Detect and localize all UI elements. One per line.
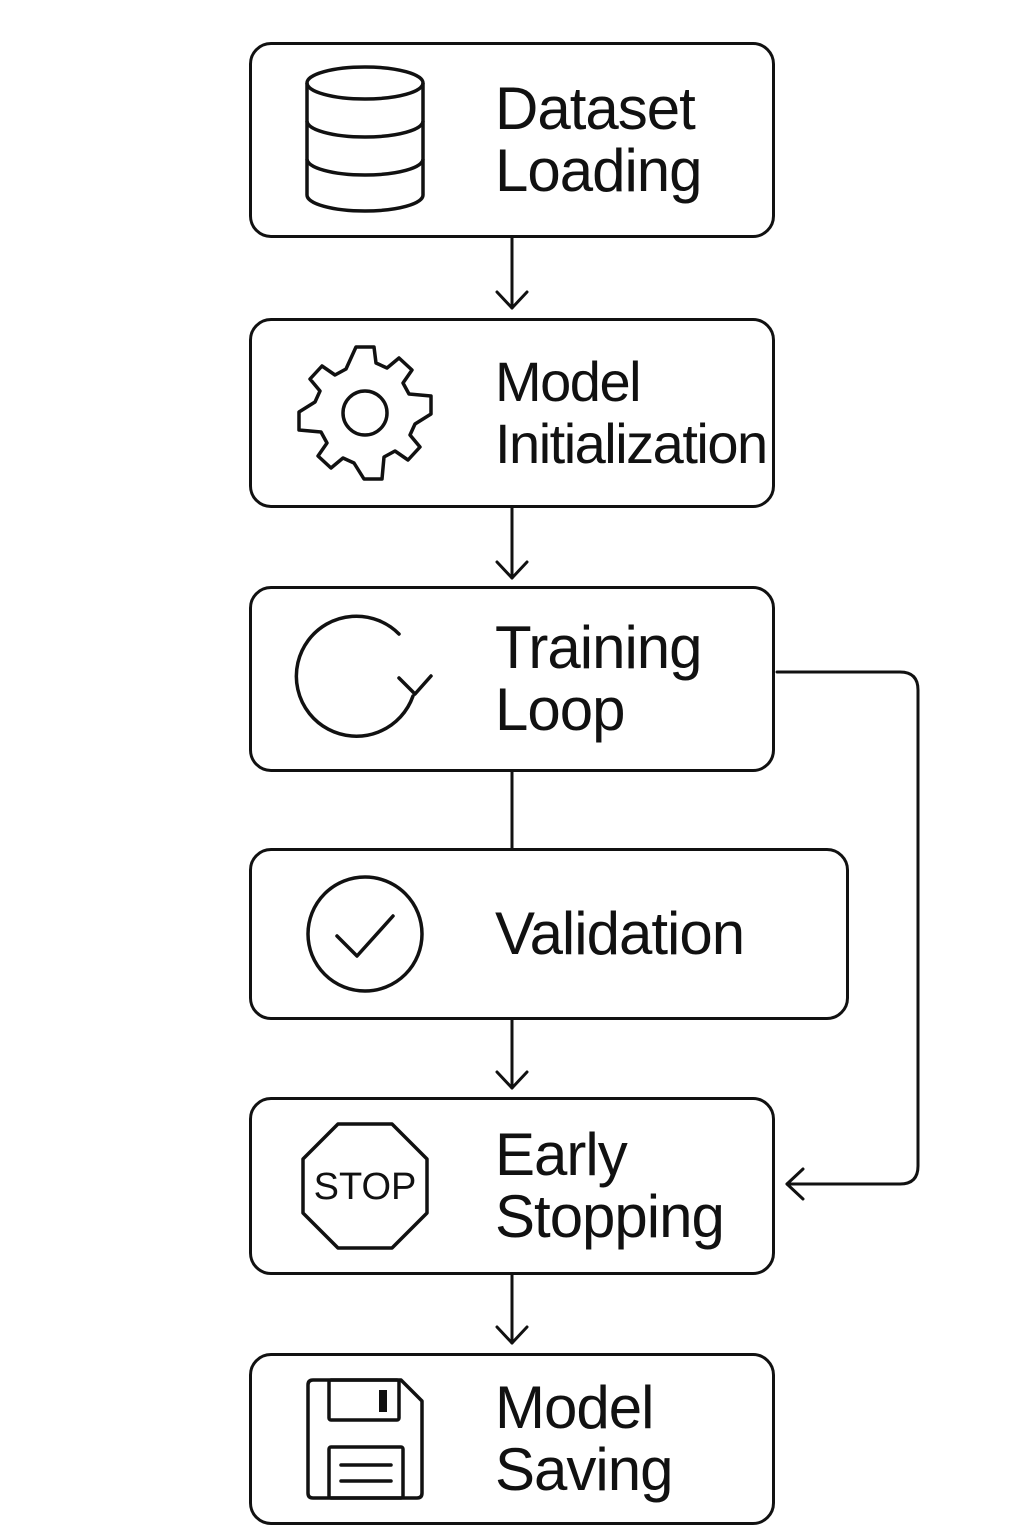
step-label-line: Dataset — [495, 75, 696, 142]
step-label-line: Training — [495, 614, 703, 681]
step-label-model-initialization: Model Initialization — [495, 350, 768, 475]
step-label-line: Model — [495, 1374, 654, 1441]
arrowhead-init-to-training — [495, 560, 529, 580]
stop-sign-icon: STOP — [290, 1111, 440, 1261]
step-label-training-loop: Training Loop — [495, 614, 703, 743]
step-dataset-loading: Dataset Loading — [249, 42, 775, 238]
step-label-dataset-loading: Dataset Loading — [495, 75, 703, 204]
database-icon — [290, 65, 440, 215]
arrowhead-training-to-stopping-bypass — [785, 1167, 805, 1201]
step-label-model-saving: Model Saving — [495, 1374, 673, 1503]
arrowhead-validation-to-stopping — [495, 1070, 529, 1090]
floppy-disk-icon — [290, 1364, 440, 1514]
arrowhead-stopping-to-saving — [495, 1325, 529, 1345]
step-label-line: Saving — [495, 1436, 673, 1503]
gear-icon — [290, 338, 440, 488]
step-label-line: Initialization — [495, 412, 768, 475]
step-label-line: Loading — [495, 137, 703, 204]
step-validation: Validation — [249, 848, 849, 1020]
check-circle-icon — [290, 859, 440, 1009]
stop-sign-text: STOP — [314, 1166, 417, 1208]
step-label-line: Validation — [495, 900, 745, 967]
step-model-saving: Model Saving — [249, 1353, 775, 1525]
step-label-line: Stopping — [495, 1183, 725, 1250]
step-training-loop: Training Loop — [249, 586, 775, 772]
step-model-initialization: Model Initialization — [249, 318, 775, 508]
step-early-stopping: STOP Early Stopping — [249, 1097, 775, 1275]
arrowhead-dataset-to-init — [495, 290, 529, 310]
step-label-line: Model — [495, 350, 642, 413]
step-label-validation: Validation — [495, 900, 745, 967]
step-label-line: Loop — [495, 676, 625, 743]
step-label-early-stopping: Early Stopping — [495, 1121, 725, 1250]
step-label-line: Early — [495, 1121, 628, 1188]
loop-arrow-icon — [290, 604, 440, 754]
